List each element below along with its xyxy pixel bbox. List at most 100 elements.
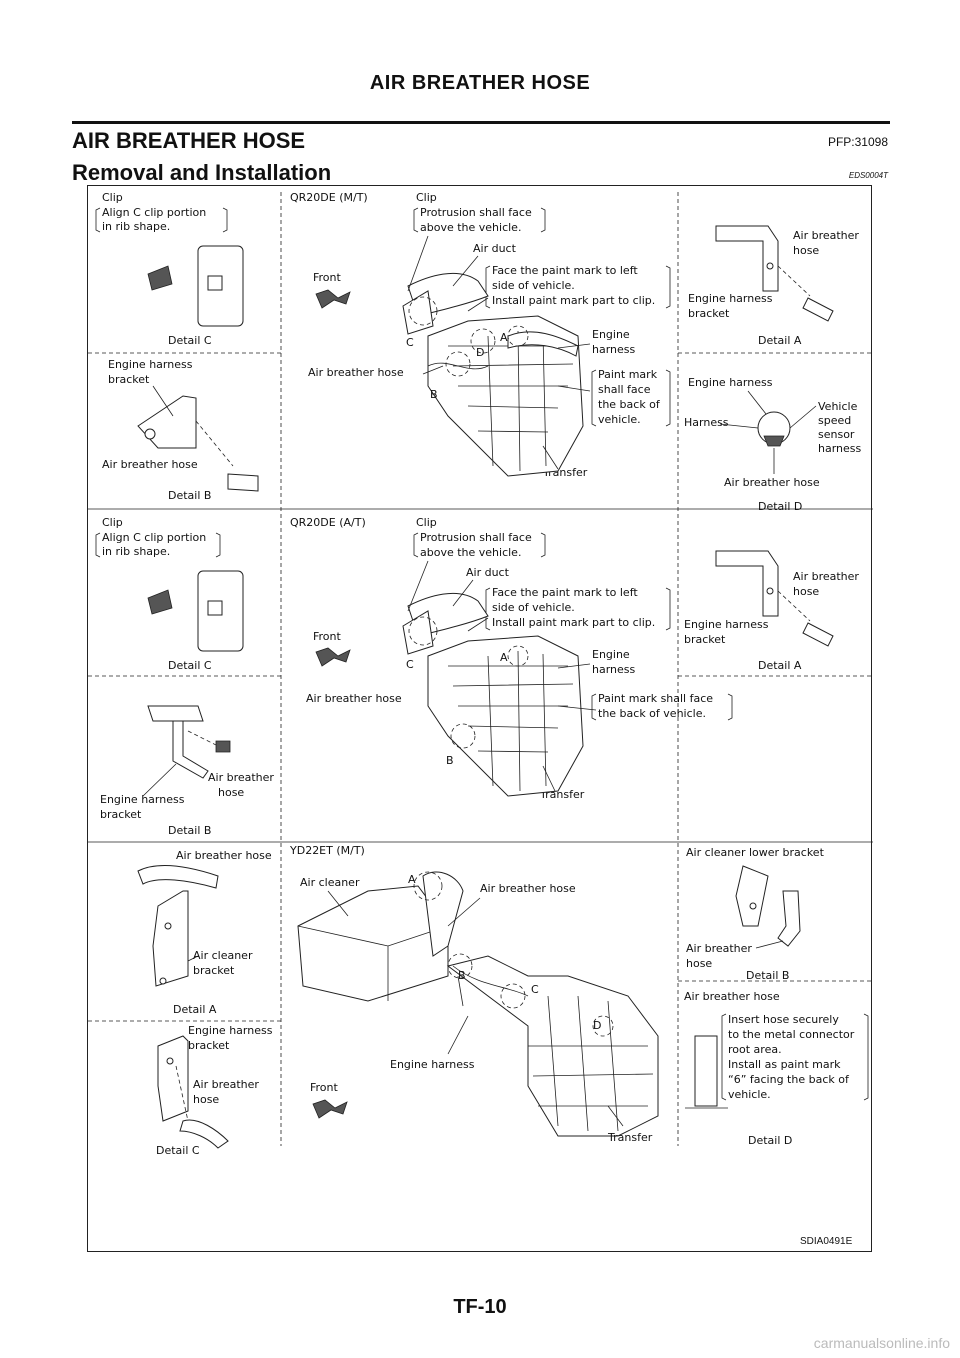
- label-paint-mark: the back of vehicle.: [598, 707, 706, 720]
- bracket-part: [137, 395, 197, 449]
- marker-d: D: [593, 1019, 601, 1032]
- label-hose: hose: [793, 585, 819, 598]
- bracket-mark: [485, 265, 671, 309]
- label-front: Front: [310, 1081, 339, 1094]
- bracket-part: [152, 890, 189, 987]
- engine-assembly-at: [402, 560, 597, 797]
- marker-a: A: [500, 331, 508, 344]
- label-hose: Air breather: [686, 942, 752, 955]
- front-arrow-icon: [315, 289, 351, 309]
- label-face-paint: Face the paint mark to left: [492, 586, 638, 599]
- label-hose: Air breather hose: [176, 849, 272, 862]
- bracket-mark: [413, 207, 546, 233]
- leader-line: [755, 940, 784, 949]
- bracket-mark: [721, 1013, 869, 1101]
- marker-c: C: [531, 983, 539, 996]
- label-paint-mark: Paint mark shall face: [598, 692, 713, 705]
- page-number: TF-10: [453, 1296, 507, 1318]
- label-harness-bracket: bracket: [100, 808, 142, 821]
- clip-icon: [763, 435, 785, 447]
- label-engine-harness: harness: [592, 343, 636, 356]
- label-engine-harness: Engine harness: [688, 376, 773, 389]
- bolt-icon: [766, 262, 774, 270]
- hose-part: [802, 297, 834, 322]
- marker-b: B: [446, 754, 454, 767]
- label-note: in rib shape.: [102, 220, 170, 233]
- caption-detail-d: Detail D: [748, 1134, 792, 1147]
- front-arrow-icon: [315, 647, 351, 667]
- bracket-mark: [95, 532, 221, 558]
- leader-line: [195, 420, 234, 467]
- bolt-icon: [766, 587, 774, 595]
- page-header-title: AIR BREATHER HOSE: [369, 72, 591, 94]
- watermark-text: carmanualsonline.info: [813, 1335, 950, 1351]
- marker-c: C: [406, 658, 414, 671]
- label-clip: Clip: [102, 191, 123, 204]
- label-harness-bracket: Engine harness: [688, 292, 773, 305]
- marker-a: A: [408, 873, 416, 886]
- front-arrow-icon: [312, 1099, 348, 1119]
- label-note: Align C clip portion: [102, 531, 206, 544]
- title-qr-at: QR20DE (A/T): [290, 516, 366, 529]
- label-vss: speed: [818, 414, 851, 427]
- bolt-icon: [164, 922, 172, 930]
- marker-d: D: [476, 346, 484, 359]
- illustration-svg: Clip Align C clip portion in rib shape. …: [88, 191, 873, 1157]
- label-transfer: Transfer: [607, 1131, 653, 1144]
- caption-detail-b: Detail B: [168, 489, 211, 502]
- leader-line: [777, 265, 811, 297]
- leader-line: [142, 763, 177, 797]
- label-harness-bracket: Engine harness: [100, 793, 185, 806]
- bracket-part: [715, 225, 779, 292]
- hose-part: [777, 890, 801, 947]
- label-note: vehicle.: [728, 1088, 771, 1101]
- bracket-mark: [591, 369, 671, 427]
- bolt-icon: [159, 977, 167, 985]
- label-hose: hose: [793, 244, 819, 257]
- label-harness-bracket: bracket: [688, 307, 730, 320]
- label-hose: hose: [193, 1093, 219, 1106]
- subsection-code: EDS0004T: [848, 171, 888, 180]
- bolt-icon: [166, 1057, 174, 1065]
- label-note: root area.: [728, 1043, 782, 1056]
- hose-part: [694, 1035, 718, 1107]
- label-face-paint: Install paint mark part to clip.: [492, 616, 655, 629]
- caption-detail-c: Detail C: [168, 659, 212, 672]
- caption-detail-c: Detail C: [156, 1144, 200, 1157]
- label-front: Front: [313, 271, 342, 284]
- marker-a: A: [500, 651, 508, 664]
- leader-line: [789, 405, 817, 429]
- label-harness-bracket: bracket: [188, 1039, 230, 1052]
- leader-line: [187, 955, 199, 962]
- label-note: Install as paint mark: [728, 1058, 841, 1071]
- caption-detail-a: Detail A: [758, 334, 802, 347]
- caption-detail-d: Detail D: [758, 500, 802, 513]
- bracket-mark: [95, 207, 228, 233]
- label-face-paint: side of vehicle.: [492, 601, 575, 614]
- leader-line: [187, 730, 219, 747]
- label-harness-bracket: Engine harness: [188, 1024, 273, 1037]
- engine-assembly-yd: [297, 871, 659, 1137]
- label-hose: hose: [686, 957, 712, 970]
- section-code: PFP:31098: [827, 135, 888, 149]
- leader-line: [719, 423, 759, 429]
- label-vss: sensor: [818, 428, 855, 441]
- label-air-duct: Air duct: [466, 566, 510, 579]
- label-clip: Clip: [416, 191, 437, 204]
- leader-line: [175, 1065, 189, 1122]
- leader-line: [777, 590, 811, 622]
- label-air-cleaner: Air cleaner: [300, 876, 360, 889]
- header-rule: [72, 121, 890, 124]
- caption-detail-c: Detail C: [168, 334, 212, 347]
- label-harness-bracket: bracket: [108, 373, 150, 386]
- bracket-part: [735, 865, 769, 927]
- label-paint-mark: the back of: [598, 398, 661, 411]
- bracket-part: [172, 720, 209, 779]
- label-engine-harness: Engine: [592, 648, 630, 661]
- leader-line: [152, 385, 174, 417]
- label-vss: harness: [818, 442, 862, 455]
- label-harness-bracket: bracket: [684, 633, 726, 646]
- label-protrusion: Protrusion shall face: [420, 206, 532, 219]
- label-bracket: Air cleaner: [193, 949, 253, 962]
- title-yd: YD22ET (M/T): [289, 844, 365, 857]
